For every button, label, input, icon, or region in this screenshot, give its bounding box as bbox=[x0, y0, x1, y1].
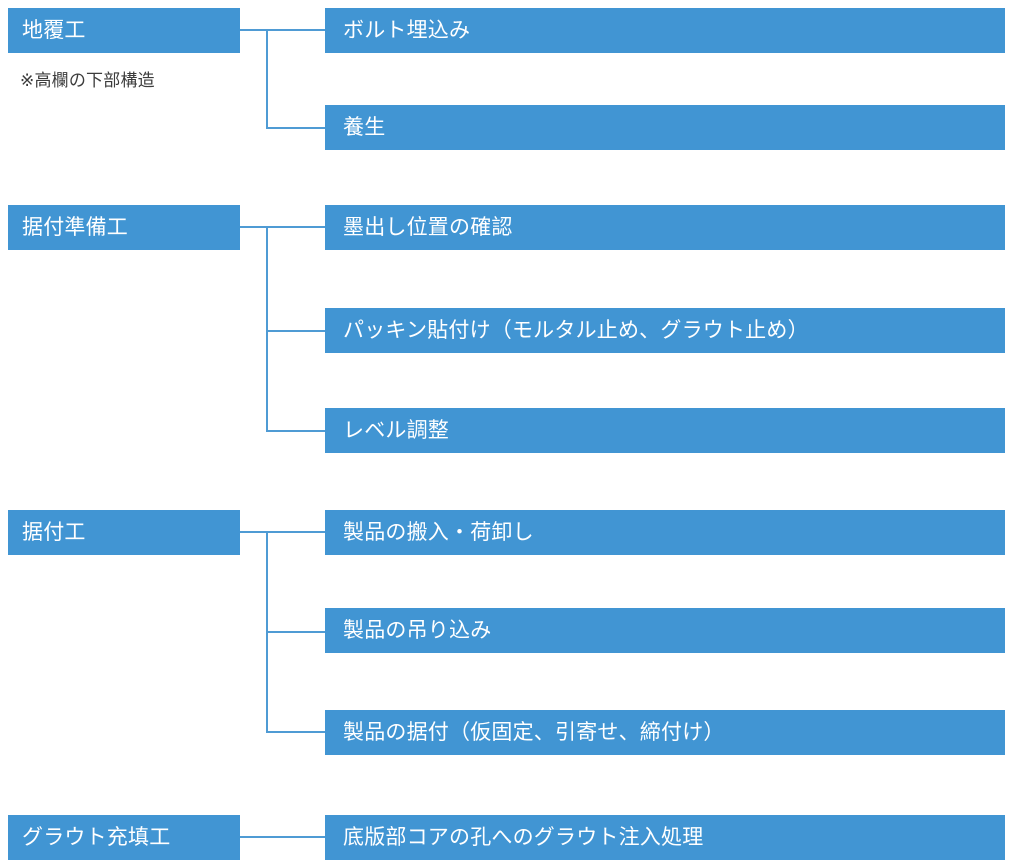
task-box-label: ボルト埋込み bbox=[343, 18, 471, 43]
task-box-label: レベル調整 bbox=[343, 418, 449, 443]
process-box-label: 据付準備工 bbox=[22, 215, 128, 240]
task-box-g3-c3[interactable]: 製品の据付（仮固定、引寄せ、締付け） bbox=[325, 710, 1005, 755]
task-box-label: 製品の据付（仮固定、引寄せ、締付け） bbox=[343, 720, 725, 745]
task-box-g3-c2[interactable]: 製品の吊り込み bbox=[325, 608, 1005, 653]
note-jifuku-ko: ※高欄の下部構造 bbox=[20, 71, 155, 91]
task-box-g2-c2[interactable]: パッキン貼付け（モルタル止め、グラウト止め） bbox=[325, 308, 1005, 353]
process-box-suetsuke-ko[interactable]: 据付工 bbox=[8, 510, 240, 555]
process-box-label: 地覆工 bbox=[22, 18, 86, 43]
connector-branch-g2-c1 bbox=[266, 226, 325, 228]
task-box-g2-c1[interactable]: 墨出し位置の確認 bbox=[325, 205, 1005, 250]
process-box-label: グラウト充填工 bbox=[22, 825, 171, 850]
connector-stem-g2 bbox=[240, 226, 268, 228]
connector-branch-g2-c3 bbox=[266, 430, 325, 432]
task-box-label: 製品の吊り込み bbox=[343, 618, 492, 643]
task-box-label: 製品の搬入・荷卸し bbox=[343, 520, 534, 545]
connector-branch-g3-c1 bbox=[266, 531, 325, 533]
connector-stem-g3 bbox=[240, 531, 268, 533]
process-box-grout-juten-ko[interactable]: グラウト充填工 bbox=[8, 815, 240, 860]
connector-trunk-g1 bbox=[266, 29, 268, 129]
task-box-label: 養生 bbox=[343, 115, 386, 140]
task-box-g1-c1[interactable]: ボルト埋込み bbox=[325, 8, 1005, 53]
task-box-g1-c2[interactable]: 養生 bbox=[325, 105, 1005, 150]
connector-branch-g2-c2 bbox=[266, 330, 325, 332]
task-box-g2-c3[interactable]: レベル調整 bbox=[325, 408, 1005, 453]
connector-branch-g1-c2 bbox=[266, 127, 325, 129]
task-box-label: 底版部コアの孔へのグラウト注入処理 bbox=[343, 825, 704, 850]
connector-stem-g1 bbox=[240, 29, 268, 31]
task-box-g3-c1[interactable]: 製品の搬入・荷卸し bbox=[325, 510, 1005, 555]
process-box-label: 据付工 bbox=[22, 520, 86, 545]
task-box-g4-c1[interactable]: 底版部コアの孔へのグラウト注入処理 bbox=[325, 815, 1005, 860]
connector-branch-g1-c1 bbox=[266, 29, 325, 31]
connector-branch-g3-c2 bbox=[266, 631, 325, 633]
process-box-jifuku-ko[interactable]: 地覆工 bbox=[8, 8, 240, 53]
connector-stem-g4 bbox=[240, 836, 325, 838]
connector-branch-g3-c3 bbox=[266, 731, 325, 733]
connector-trunk-g2 bbox=[266, 226, 268, 432]
task-box-label: パッキン貼付け（モルタル止め、グラウト止め） bbox=[343, 318, 809, 343]
process-box-suetsuke-junbi-ko[interactable]: 据付準備工 bbox=[8, 205, 240, 250]
task-box-label: 墨出し位置の確認 bbox=[343, 215, 513, 240]
